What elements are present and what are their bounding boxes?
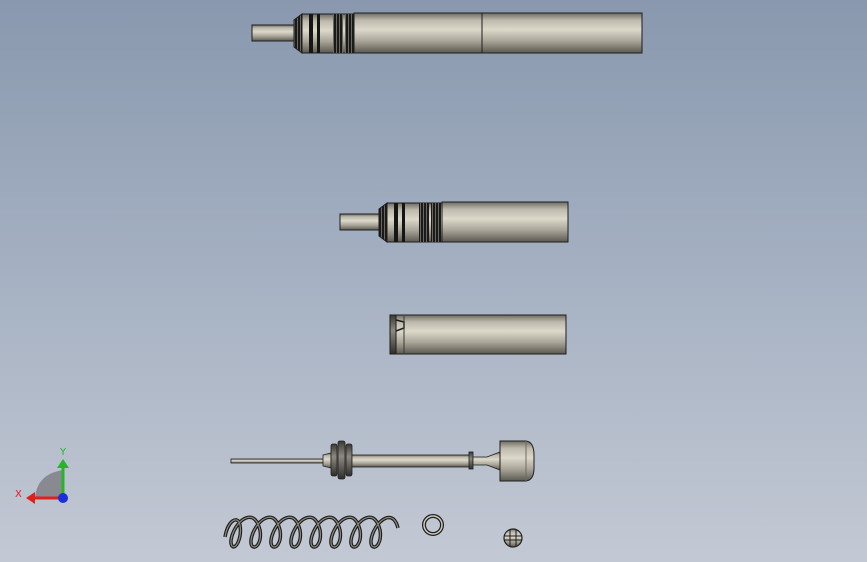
assembled-pen-body <box>353 12 643 54</box>
assembled-pen[interactable] <box>251 12 643 54</box>
plunger-neck <box>472 451 501 471</box>
upper-body-with-knurled-tip[interactable] <box>339 201 569 243</box>
plunger-ring-1 <box>330 443 338 477</box>
plunger-needle-taper <box>322 452 332 469</box>
assembled-pen-band-1 <box>309 14 313 53</box>
assembled-pen-band-2 <box>317 14 320 53</box>
plunger-rod <box>351 454 471 468</box>
triad-x-label: X <box>15 489 22 500</box>
triad-x-arrow-icon <box>26 492 35 504</box>
upper-body-tip <box>339 213 381 231</box>
compression-spring[interactable] <box>223 515 400 549</box>
assembled-pen-knurled-cone <box>293 13 303 54</box>
plunger-ring-3 <box>345 443 353 477</box>
o-ring-shine <box>423 515 443 535</box>
end-plug-disc <box>503 528 523 548</box>
upper-body-band-2 <box>402 203 405 242</box>
plunger-neck-ring <box>468 451 474 470</box>
upper-body-knurled-cone <box>378 202 388 243</box>
assembled-pen-tip <box>251 24 295 42</box>
upper-body-band-1 <box>394 203 398 242</box>
spring-coil-highlight <box>224 516 399 548</box>
plunger-cap <box>499 440 535 482</box>
triad-z-axis-icon <box>58 493 68 503</box>
upper-body-band-4 <box>431 203 441 242</box>
upper-body-band-3 <box>419 203 429 242</box>
end-plug[interactable] <box>503 528 523 548</box>
plunger-rod-with-cap[interactable] <box>230 440 535 482</box>
barrel-lip <box>389 314 397 355</box>
o-ring[interactable] <box>422 514 444 536</box>
barrel-sleeve[interactable] <box>389 314 567 355</box>
plunger-needle <box>230 458 327 464</box>
coordinate-triad: Y X <box>15 447 69 504</box>
triad-plane-icon <box>35 470 63 498</box>
upper-body-sleeve <box>441 201 569 243</box>
assembled-pen-band-3 <box>333 14 343 53</box>
triad-y-arrow-icon <box>57 459 69 468</box>
triad-y-label: Y <box>59 447 67 458</box>
barrel-body <box>389 314 567 355</box>
plunger-ring-2 <box>337 440 346 480</box>
assembled-pen-band-4 <box>345 14 355 53</box>
